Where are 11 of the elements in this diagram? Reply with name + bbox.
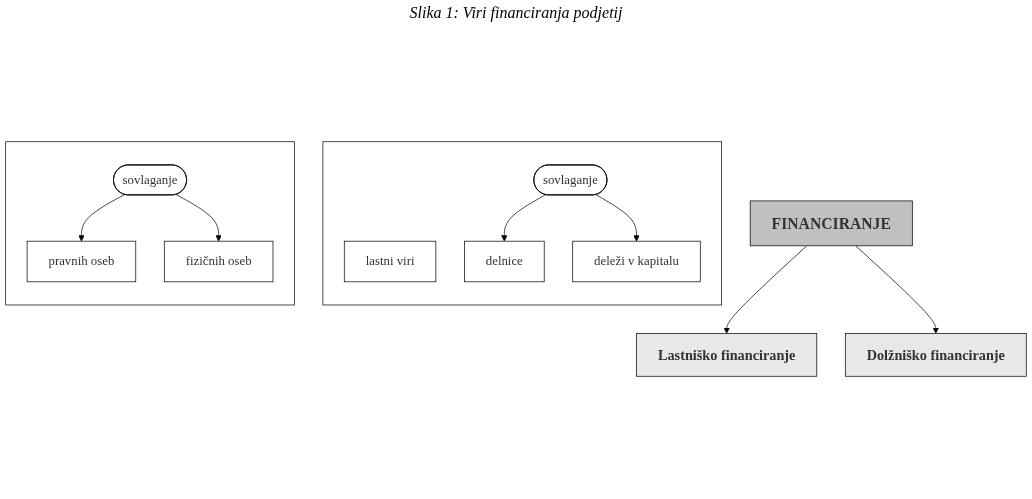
node-box: delnice xyxy=(464,240,545,283)
node-box: Dolžniško financiranje xyxy=(844,333,1027,377)
node-box: deleži v kapitalu xyxy=(572,240,701,283)
node-box: Lastniško financiranje xyxy=(636,333,818,377)
node-box: pravnih oseb xyxy=(26,240,137,283)
cluster xyxy=(5,141,295,306)
figure-caption: Slika 1: Viri financiranja podjetij xyxy=(408,4,624,22)
cluster xyxy=(322,141,723,306)
node-box: lastni viri xyxy=(343,240,437,283)
node-box: FINANCIRANJE xyxy=(749,200,913,247)
node-box: fizičnih oseb xyxy=(163,240,274,283)
